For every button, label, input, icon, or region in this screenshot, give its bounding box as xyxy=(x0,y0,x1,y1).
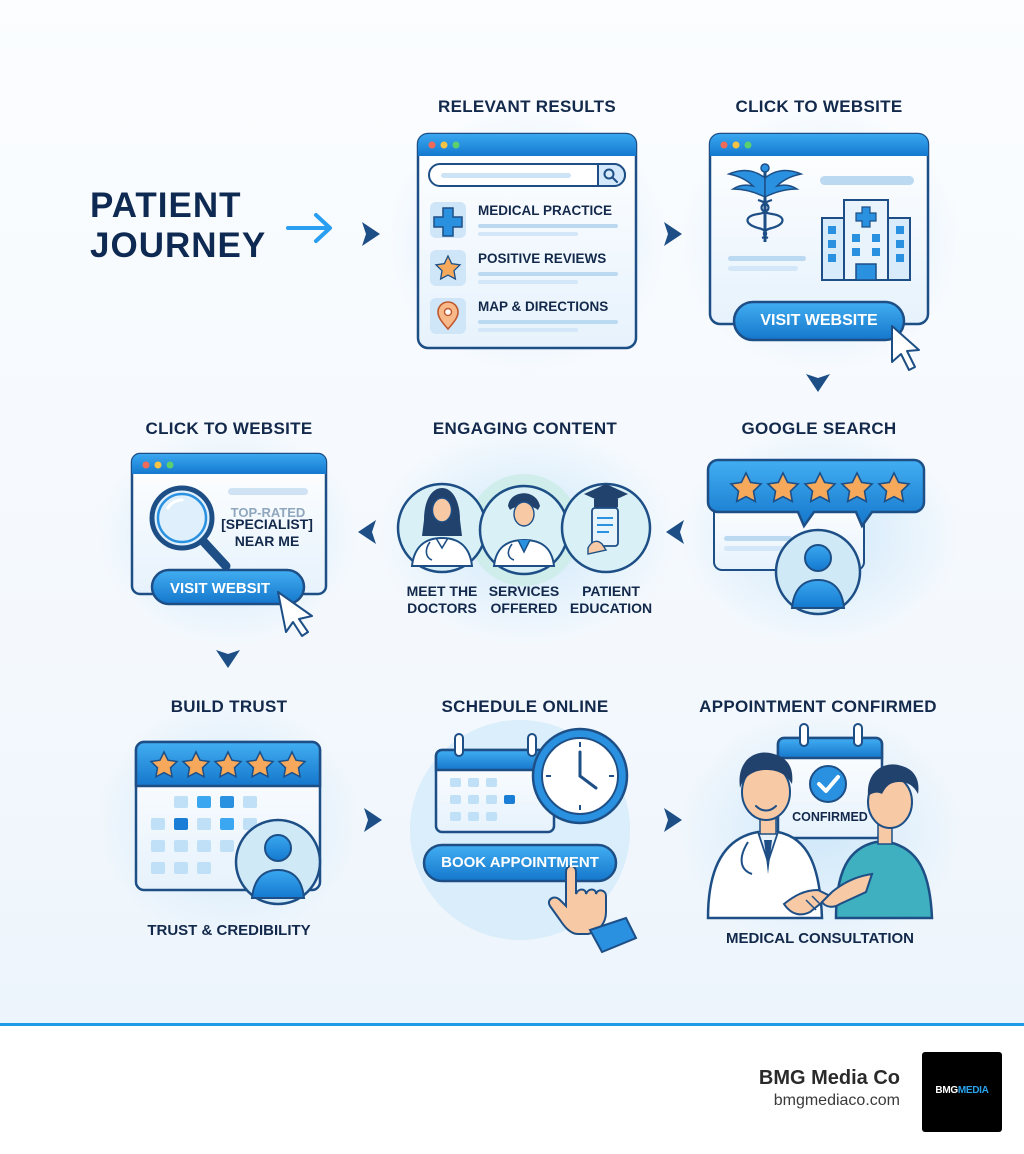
diagram-canvas xyxy=(98,110,960,954)
logo-text-main: BMG xyxy=(935,1085,958,1096)
search-text-top-rated: TOP-RATED xyxy=(230,505,306,520)
rating-stars xyxy=(149,750,307,779)
caption-line: DOCTORS xyxy=(407,600,477,616)
caption-patient-education: PATIENT EDUCATION xyxy=(561,583,661,617)
map-pin-icon xyxy=(430,298,466,334)
brand-url[interactable]: bmgmediaco.com xyxy=(773,1092,900,1109)
user-avatar-icon xyxy=(774,528,862,616)
footer-divider xyxy=(0,1023,1024,1026)
arrow-right-icon xyxy=(286,213,332,243)
step-title-google-search: GOOGLE SEARCH xyxy=(741,419,897,438)
medical-cross-icon xyxy=(430,202,466,238)
chevron-down-icon xyxy=(216,650,240,668)
visit-website-button-top[interactable] xyxy=(732,300,906,342)
chevron-left-icon xyxy=(358,520,376,544)
brand-name: BMG Media Co xyxy=(758,1067,900,1089)
result-item-positive-reviews: POSITIVE REVIEWS xyxy=(478,251,607,266)
caption-line: EDUCATION xyxy=(569,600,653,616)
website-window-left xyxy=(130,452,328,596)
user-avatar-icon xyxy=(234,818,322,906)
confirmed-badge: CONFIRMED xyxy=(792,810,868,824)
caption-line: PATIENT xyxy=(582,583,640,599)
caption-line: MEET THE xyxy=(406,583,478,599)
education-icon xyxy=(560,482,652,574)
search-text-specialist: [SPECIALIST] xyxy=(221,516,313,532)
chevron-down-icon xyxy=(806,374,830,392)
step-title-relevant-results: RELEVANT RESULTS xyxy=(438,97,616,116)
chevron-right-icon xyxy=(664,808,682,832)
title-line-1: PATIENT xyxy=(90,186,242,225)
cursor-icon xyxy=(891,325,920,371)
step-title-build-trust: BUILD TRUST xyxy=(170,697,288,716)
brand-logo: BMGMEDIA xyxy=(922,1052,1002,1132)
logo-text: BMGMEDIA xyxy=(922,1085,1002,1096)
chevron-right-icon xyxy=(664,222,682,246)
chevron-right-icon xyxy=(362,222,380,246)
chevron-left-icon xyxy=(666,520,684,544)
caption-line: OFFERED xyxy=(490,600,558,616)
cursor-icon xyxy=(277,591,313,637)
caption-trust-credibility: TRUST & CREDIBILITY xyxy=(147,922,311,939)
calendar-icon xyxy=(434,733,556,834)
logo-text-accent: MEDIA xyxy=(957,1085,989,1096)
result-item-map-directions: MAP & DIRECTIONS xyxy=(478,299,609,314)
rating-stars xyxy=(729,471,911,503)
footer xyxy=(0,1026,1024,1154)
visit-website-label-top: VISIT WEBSITE xyxy=(760,312,878,329)
caption-meet-the-doctors: MEET THE DOCTORS xyxy=(392,583,492,617)
visit-website-button-left[interactable] xyxy=(150,568,306,606)
search-results-window xyxy=(416,132,638,350)
result-item-medical-practice: MEDICAL PRACTICE xyxy=(478,203,613,218)
handshake-icon xyxy=(782,872,874,916)
patient-illustration xyxy=(834,764,934,920)
step-title-schedule-online: SCHEDULE ONLINE xyxy=(441,697,609,716)
visit-website-label-left: VISIT WEBSIT xyxy=(170,580,271,597)
page-title: PATIENT JOURNEY xyxy=(90,186,266,266)
chevron-right-icon xyxy=(364,808,382,832)
step-title-appointment-confirmed: APPOINTMENT CONFIRMED xyxy=(699,697,937,716)
title-line-2: JOURNEY xyxy=(90,226,267,265)
book-appointment-label: BOOK APPOINTMENT xyxy=(441,854,599,871)
step-title-click-to-website-left: CLICK TO WEBSITE xyxy=(145,419,313,438)
pointing-hand-icon xyxy=(548,865,638,954)
star-icon xyxy=(430,250,466,286)
website-window-top xyxy=(708,132,930,326)
doctor-avatar-icon xyxy=(396,482,488,574)
magnifier-icon xyxy=(149,485,231,571)
caption-medical-consultation: MEDICAL CONSULTATION xyxy=(725,930,915,947)
caption-line: SERVICES xyxy=(488,583,560,599)
search-icon xyxy=(597,163,627,187)
search-text-near-me: NEAR ME xyxy=(234,533,300,549)
checkmark-icon xyxy=(809,765,847,803)
doctor-avatar-icon xyxy=(478,484,570,576)
step-title-engaging-content: ENGAGING CONTENT xyxy=(432,419,618,438)
hospital-icon xyxy=(821,199,911,281)
caption-services-offered: SERVICES OFFERED xyxy=(474,583,574,617)
review-panel xyxy=(706,458,926,616)
step-title-click-to-website-top: CLICK TO WEBSITE xyxy=(735,97,903,116)
caduceus-icon xyxy=(726,163,804,242)
clock-icon xyxy=(531,727,629,825)
